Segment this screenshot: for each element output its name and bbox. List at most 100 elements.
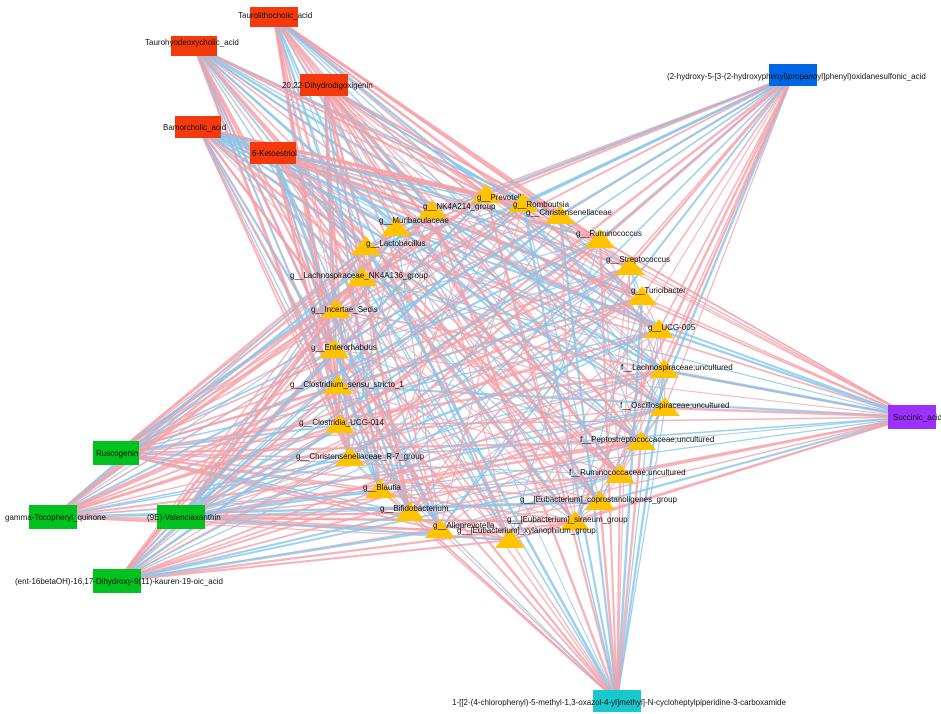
edge-m12-t2 xyxy=(521,203,619,702)
taxon-node[interactable]: g__Streptococcus xyxy=(606,255,670,275)
edge-m12-t20 xyxy=(616,474,621,702)
edge-t9-t14 xyxy=(361,277,665,371)
metabolite-node[interactable]: (9E)-Valenciaxanthin xyxy=(147,505,221,529)
taxon-node[interactable]: g__Clostridia_UCG-014 xyxy=(299,414,384,433)
edge-t5-t13 xyxy=(333,227,397,351)
triangle-icon xyxy=(351,236,381,255)
taxon-node[interactable]: g__[Eubacterium]_siraeum_group xyxy=(507,511,628,530)
edge-m12-t16 xyxy=(616,407,666,702)
edge-m11-t13 xyxy=(116,349,335,582)
taxon-node[interactable]: g__[Eubacterium]_coprostanoligenes_group xyxy=(520,491,678,510)
edge-t6-t26 xyxy=(509,239,601,541)
edge-m3-t26 xyxy=(323,84,511,541)
taxon-node[interactable]: g__Bifidobacterium xyxy=(380,502,449,521)
taxon-node[interactable]: g__Prevotella xyxy=(471,184,526,203)
taxon-node[interactable]: g__Incertae_Sedis xyxy=(311,299,378,318)
edge-t12-t17 xyxy=(339,329,660,426)
taxon-node[interactable]: g__Muribaculaceae xyxy=(379,216,449,236)
metabolite-node[interactable]: (2-hydroxy-5-[3-(2-hydroxyphenyl)propano… xyxy=(667,64,926,86)
taxon-node[interactable]: g__Lactobacillus xyxy=(351,236,426,255)
metabolite-node[interactable]: Taurohyodeoxycholic_acid xyxy=(145,36,239,56)
edge-t20-t25 xyxy=(439,474,621,531)
taxon-node[interactable]: g__Clostridium_sensu_stricto_1 xyxy=(290,375,404,394)
triangle-icon xyxy=(321,299,351,318)
metabolite-node[interactable]: Bamorcholic_acid xyxy=(163,116,226,138)
edge-m7-t16 xyxy=(664,406,913,419)
taxon-label: g__Christensenellaceae_R-7_group xyxy=(296,452,425,461)
edge-t16-t21 xyxy=(379,407,666,491)
rectangle-icon xyxy=(171,36,217,56)
metabolite-label: Taurohyodeoxycholic_acid xyxy=(145,38,239,47)
rectangle-icon xyxy=(175,116,221,138)
edge-m12-t1 xyxy=(484,194,619,702)
edge-m10-t8 xyxy=(180,266,631,518)
rectangle-icon xyxy=(888,405,936,429)
edge-m12-t24 xyxy=(574,521,618,702)
taxon-node[interactable]: f__Peptostreptococcaceae;uncultured xyxy=(580,431,714,450)
edge-m9-t7 xyxy=(52,246,367,518)
rectangle-icon xyxy=(93,441,139,465)
edge-m11-t20 xyxy=(116,474,621,582)
taxon-label: g__Ruminococcus xyxy=(576,229,642,238)
edge-t13-t18 xyxy=(333,349,642,443)
edge-m7-t15 xyxy=(337,384,913,419)
triangle-icon xyxy=(649,359,679,378)
metabolite-node[interactable]: (ent-16betaOH)-16,17-Dihydroxy-9(11)-kau… xyxy=(15,569,223,593)
taxon-node[interactable]: g__[Eubacterium]_xylanophilum_group xyxy=(457,526,596,548)
taxon-node[interactable]: g__NK4A214_group xyxy=(417,200,496,219)
metabolite-node[interactable]: 6-Ketoestriol xyxy=(250,142,297,164)
edge-m11-t25 xyxy=(116,528,441,583)
taxon-node[interactable]: g__Christensenellaceae xyxy=(526,205,612,224)
taxon-node[interactable]: g__Christensenellaceae_R-7_group xyxy=(296,447,425,466)
taxon-node[interactable]: g__Enterorhabdus xyxy=(311,339,377,358)
edge-m10-t15 xyxy=(180,385,339,518)
edge-m12-t18 xyxy=(615,441,643,702)
taxon-node[interactable]: f__Ruminococcaceae;uncultured xyxy=(569,464,686,483)
taxon-label: g__Enterorhabdus xyxy=(311,343,377,352)
taxon-node[interactable]: g__Blautia xyxy=(363,479,401,498)
taxon-node[interactable]: f__Lachnospiraceae;uncultured xyxy=(621,359,733,378)
edge-m5-t15 xyxy=(272,152,339,387)
edge-t11-t16 xyxy=(335,309,666,409)
metabolite-node[interactable]: 20,22-Dihydrodigoxigenin xyxy=(282,74,373,96)
metabolite-node[interactable]: Succinic_acid xyxy=(888,405,941,429)
taxon-label: f__Ruminococcaceae;uncultured xyxy=(569,468,686,477)
triangle-icon xyxy=(545,205,575,224)
edge-t3-t17 xyxy=(339,210,433,426)
edge-m7-t10 xyxy=(641,296,913,418)
taxon-node[interactable]: g__Romboutsia xyxy=(508,193,570,212)
taxon-node[interactable]: g__Ruminococcus xyxy=(576,229,642,248)
edge-m5-t19 xyxy=(272,152,351,459)
taxon-label: g__Lachnospiraceae_NK4A136_group xyxy=(290,271,428,280)
edge-m9-t13 xyxy=(52,349,335,518)
edge-m8-t19 xyxy=(115,452,351,459)
edge-t21-t26 xyxy=(379,489,511,541)
taxon-node[interactable]: g__UCG-005 xyxy=(644,319,696,338)
metabolite-node[interactable]: Ruscogenin xyxy=(93,441,139,465)
metabolite-node[interactable]: gamma-Tocopheryl_quinone xyxy=(5,505,107,529)
triangle-icon xyxy=(615,256,645,275)
taxon-node[interactable]: g__Alloprevotella xyxy=(425,519,495,538)
taxon-node[interactable]: f__Oscillospiraceae;uncultured xyxy=(620,397,729,416)
edge-m12-t9 xyxy=(361,277,618,702)
metabolite-node[interactable]: 1-[[2-(4-chlorophenyl)-5-methyl-1,3-oxaz… xyxy=(452,690,786,712)
edge-m7-t6 xyxy=(599,239,913,418)
edge-t7-t21 xyxy=(365,246,381,491)
edge-t1-t12 xyxy=(485,194,660,331)
taxon-node[interactable]: g__Lachnospiraceae_NK4A136_group xyxy=(290,267,428,286)
metabolite-node[interactable]: Taurolithocholic_acid xyxy=(238,7,312,27)
triangle-icon xyxy=(417,200,447,219)
edge-t2-t25 xyxy=(439,203,524,531)
edge-m7-t14 xyxy=(663,368,913,419)
edge-m7-t8 xyxy=(629,266,913,418)
taxon-label: g__[Eubacterium]_siraeum_group xyxy=(507,515,628,524)
edge-t15-t26 xyxy=(337,385,511,541)
edge-m11-t18 xyxy=(116,441,642,582)
taxon-label: f__Lachnospiraceae;uncultured xyxy=(621,363,733,372)
taxon-label: g__Clostridia_UCG-014 xyxy=(299,418,384,427)
rectangle-icon xyxy=(157,505,205,529)
taxon-node[interactable]: g__Turicibacter xyxy=(627,286,686,305)
edge-m12-t25 xyxy=(439,529,618,702)
edge-m6-t12 xyxy=(658,74,794,331)
